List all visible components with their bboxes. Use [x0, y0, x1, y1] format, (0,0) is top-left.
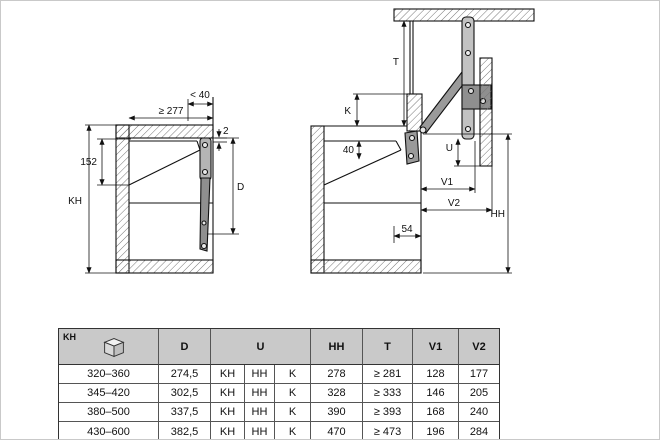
right-bottom-shelf: [310, 259, 422, 274]
right-dimension-lines: [353, 20, 512, 274]
dim-label-kh: KH: [68, 196, 82, 207]
cell-u-k: K: [275, 384, 311, 403]
left-top-panel: [115, 124, 214, 139]
cell-hh: 390: [311, 403, 363, 422]
left-dimension-lines: [85, 99, 239, 274]
dim-label-k: K: [344, 106, 351, 117]
dim-label-v2: V2: [448, 198, 461, 209]
col-header-v1: V1: [413, 329, 459, 365]
closed-position-drawing: [115, 97, 214, 274]
cell-v1: 146: [413, 384, 459, 403]
cell-d: 382,5: [159, 422, 211, 439]
cell-kh-range: 345–420: [59, 384, 159, 403]
cell-u-kh: KH: [211, 422, 245, 439]
cell-u-hh: HH: [245, 384, 275, 403]
wall-fixing-block: [406, 93, 423, 132]
cell-u-kh: KH: [211, 403, 245, 422]
cell-t: ≥ 393: [363, 403, 413, 422]
cell-u-kh: KH: [211, 365, 245, 384]
dim-label-152: 152: [80, 157, 97, 168]
cell-d: 302,5: [159, 384, 211, 403]
left-dimension-labels: < 40 ≥ 277 2 152 KH D: [68, 90, 244, 207]
cell-v2: 240: [459, 403, 499, 422]
cell-u-hh: HH: [245, 403, 275, 422]
cell-kh-range: 320–360: [59, 365, 159, 384]
cell-u-hh: HH: [245, 422, 275, 439]
cell-v2: 284: [469, 425, 489, 438]
dim-label-v1: V1: [441, 177, 454, 188]
left-back-wall: [115, 124, 130, 274]
dimension-table: KH D U HH T V1 V2 320–360 274,5 KH HH K …: [58, 328, 500, 439]
cell-v1: 128: [413, 365, 459, 384]
col-header-t: T: [363, 329, 413, 365]
cell-u-k: K: [275, 403, 311, 422]
cell-v1: 168: [413, 403, 459, 422]
col-header-v2: V2: [459, 329, 499, 365]
table-row: 345–420 302,5 KH HH K 328 ≥ 333 146 205: [59, 384, 499, 403]
cabinet-height-cube-icon: [102, 337, 125, 357]
cell-v1: 196: [413, 422, 459, 439]
cell-u-k: K: [275, 365, 311, 384]
dim-label-u: U: [446, 143, 453, 154]
table-row: 380–500 337,5 KH HH K 390 ≥ 393 168 240: [59, 403, 499, 422]
cell-d: 274,5: [159, 365, 211, 384]
dim-label-t: T: [393, 57, 399, 68]
dim-label-54: 54: [401, 224, 413, 235]
open-position-drawing: [310, 8, 535, 274]
right-back-wall: [310, 125, 325, 274]
cell-hh: 470: [311, 422, 363, 439]
dim-label-hh: HH: [491, 209, 505, 220]
dim-label-2: 2: [223, 126, 229, 137]
col-header-u: U: [211, 329, 311, 365]
cell-kh-range: 430–600: [59, 422, 159, 439]
cell-u-k: K: [275, 422, 311, 439]
kh-header-label: KH: [63, 332, 76, 342]
cell-hh: 278: [311, 365, 363, 384]
right-dimension-labels: T K 40 U V1 V2 HH 54: [343, 57, 505, 235]
col-header-hh: HH: [311, 329, 363, 365]
cell-u-kh: KH: [211, 384, 245, 403]
dim-label-d: D: [237, 182, 244, 193]
cell-t: ≥ 281: [363, 365, 413, 384]
cell-kh-range: 380–500: [59, 403, 159, 422]
lift-mechanism-closed: [199, 137, 212, 252]
open-flap-panel: [479, 57, 493, 167]
table-row: 430–600 382,5 KH HH K 470 ≥ 473 196 284: [59, 422, 499, 439]
cell-t: ≥ 473: [363, 422, 413, 439]
cell-v2: 205: [459, 384, 499, 403]
cell-t: ≥ 333: [363, 384, 413, 403]
table-header-row: KH D U HH T V1 V2: [59, 329, 499, 365]
dim-label-40: 40: [343, 145, 355, 156]
cell-v2: 177: [459, 365, 499, 384]
lift-mechanism-open: [404, 16, 492, 165]
col-header-kh: KH: [59, 329, 159, 365]
technical-drawing: < 40 ≥ 277 2 152 KH D: [68, 8, 535, 274]
cell-d: 337,5: [159, 403, 211, 422]
col-header-d: D: [159, 329, 211, 365]
cell-hh: 328: [311, 384, 363, 403]
table-row: 320–360 274,5 KH HH K 278 ≥ 281 128 177: [59, 365, 499, 384]
left-bottom-shelf: [115, 259, 214, 274]
cell-u-hh: HH: [245, 365, 275, 384]
dim-label-277: ≥ 277: [159, 106, 184, 117]
dim-label-lt40: < 40: [190, 90, 210, 101]
